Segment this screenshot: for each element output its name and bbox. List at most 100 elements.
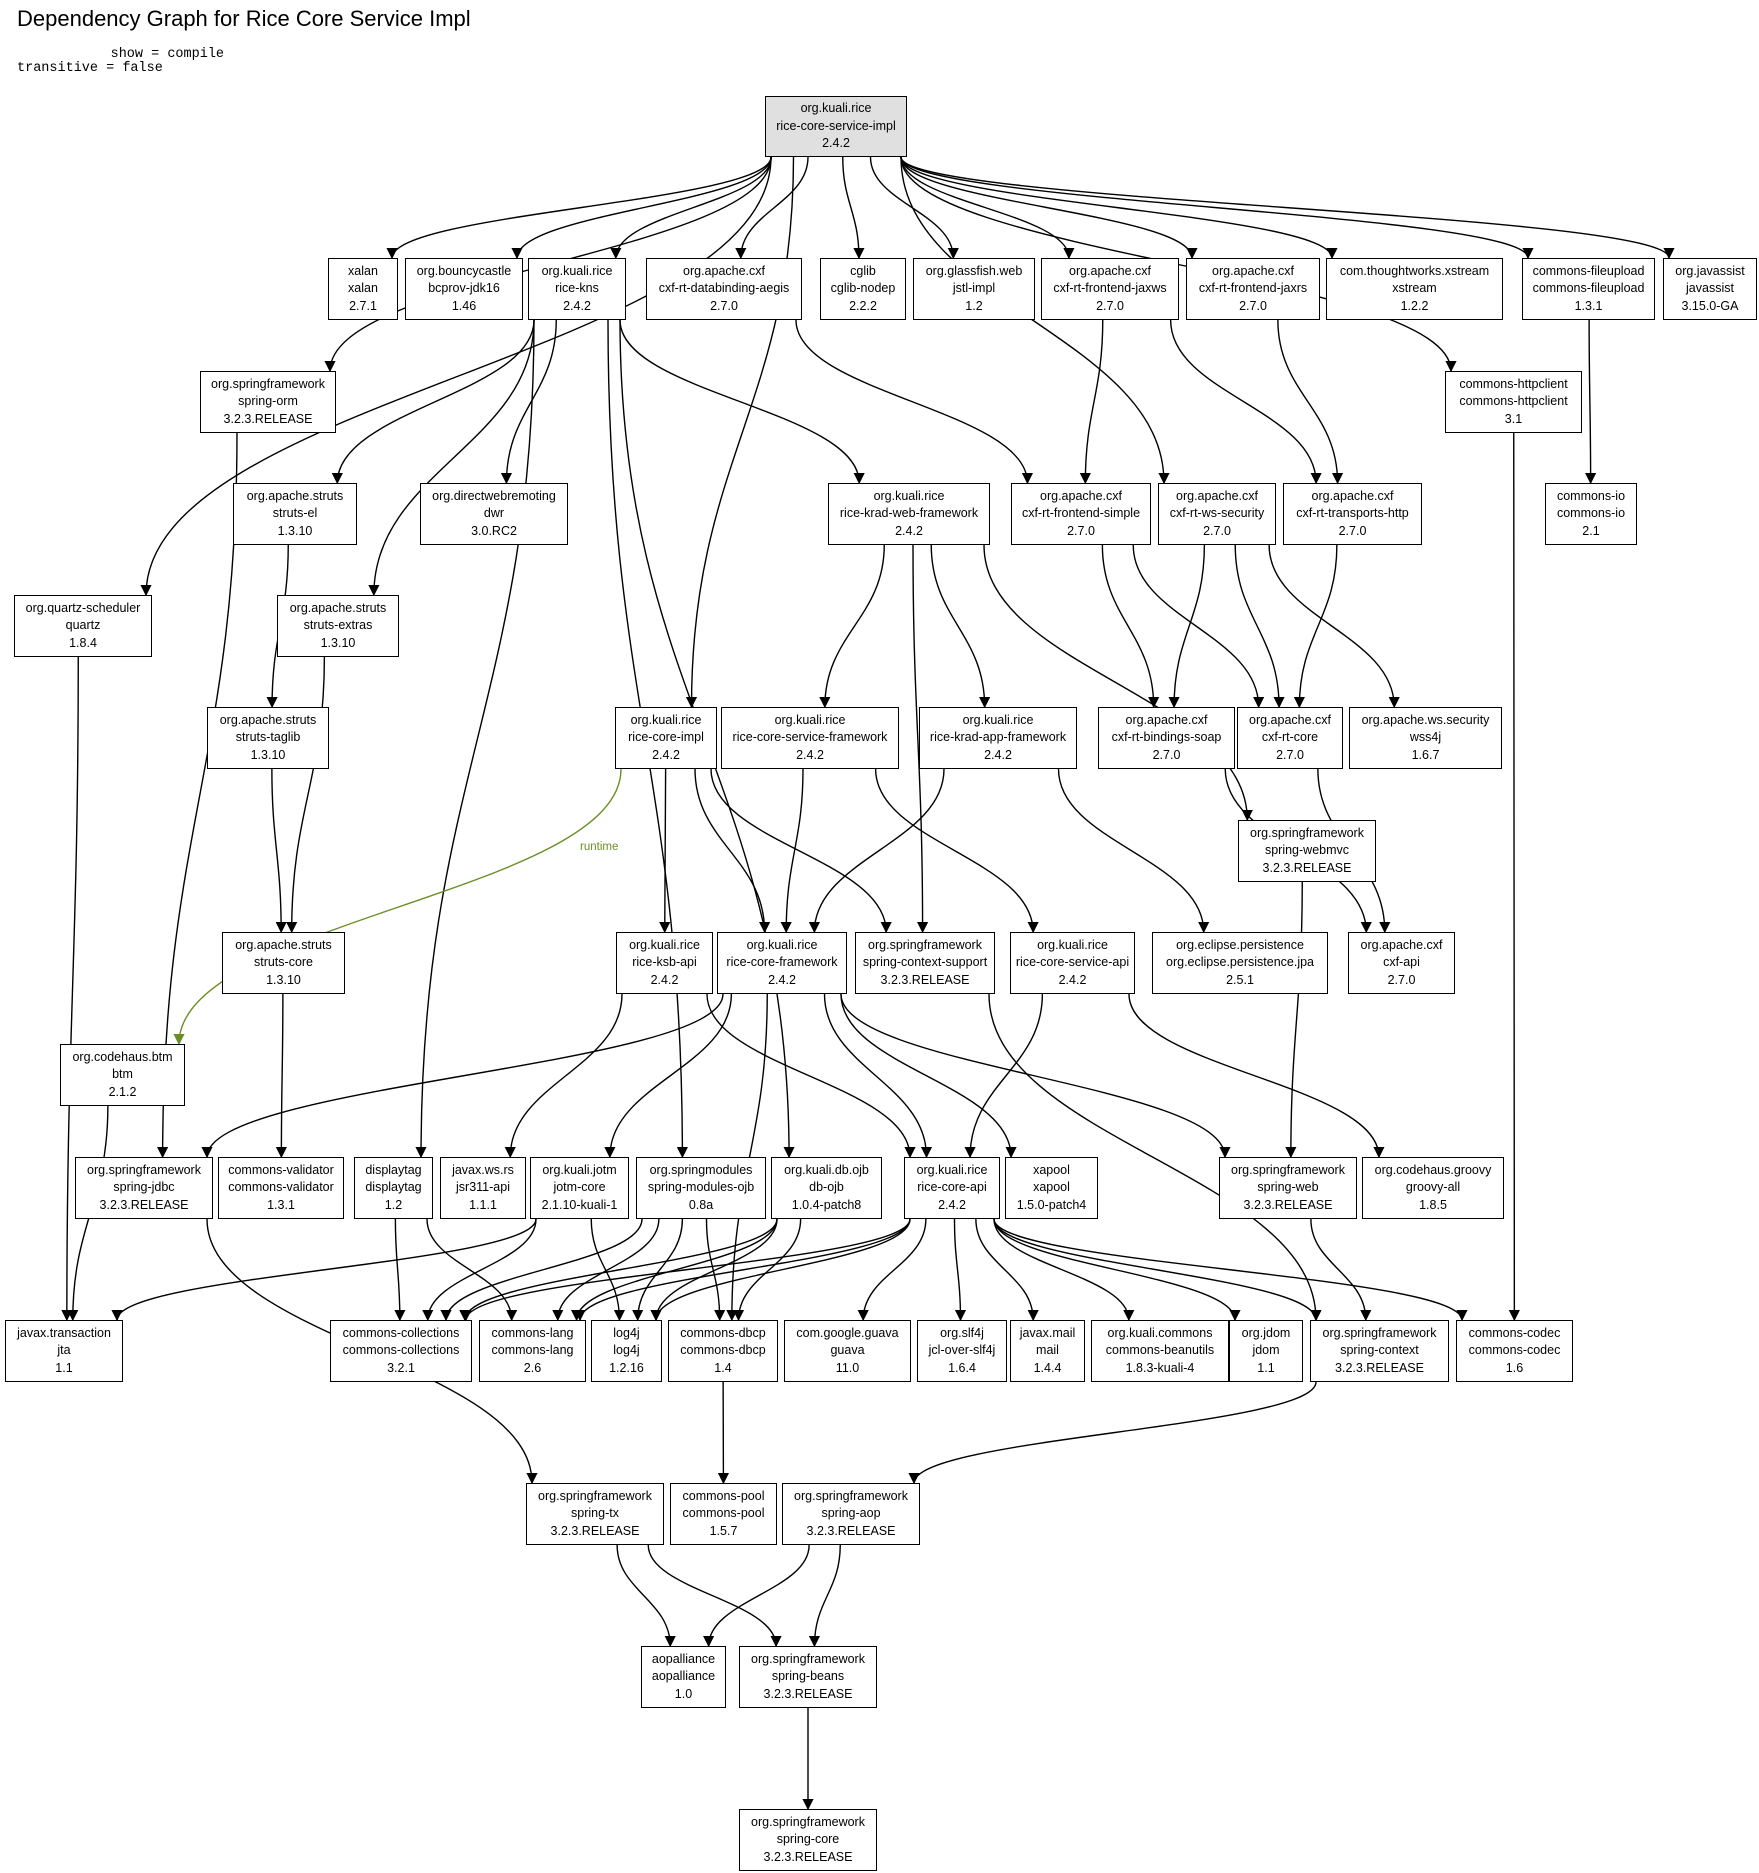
node-artifact: aopalliance bbox=[651, 1669, 716, 1684]
edge-coreapi-guava bbox=[857, 1218, 927, 1322]
option-show: show = compile bbox=[62, 47, 225, 62]
node-version: 3.2.3.RELEASE bbox=[880, 972, 970, 987]
node-group: org.jdom bbox=[1241, 1325, 1291, 1340]
node-artifact: spring-context bbox=[1340, 1343, 1419, 1358]
edge-jaxws-transhttp bbox=[1169, 319, 1322, 485]
node-artifact: log4j bbox=[613, 1343, 640, 1358]
node-group: org.kuali.rice bbox=[541, 263, 613, 278]
node-artifact: cxf-rt-core bbox=[1261, 730, 1319, 745]
edge-smojb-collections bbox=[440, 1218, 643, 1322]
node-artifact: spring-beans bbox=[771, 1669, 845, 1684]
node-version: 1.6 bbox=[1505, 1360, 1524, 1375]
edge-root-aegis bbox=[735, 156, 809, 260]
node-artifact: rice-ksb-api bbox=[632, 955, 697, 970]
node-artifact: cxf-rt-frontend-jaxrs bbox=[1198, 281, 1308, 296]
edge-httpclient-codec bbox=[1508, 432, 1520, 1322]
node-group: org.springframework bbox=[1231, 1162, 1345, 1177]
node-group: commons-collections bbox=[342, 1325, 460, 1340]
node-artifact: xapool bbox=[1033, 1180, 1070, 1195]
node-group: org.apache.cxf bbox=[1069, 263, 1151, 278]
node-artifact: cxf-rt-transports-http bbox=[1296, 506, 1409, 521]
node-artifact: spring-webmvc bbox=[1264, 843, 1350, 858]
node-artifact: rice-core-impl bbox=[628, 730, 704, 745]
node-artifact: rice-core-service-impl bbox=[776, 118, 896, 133]
node-artifact: commons-codec bbox=[1468, 1343, 1561, 1358]
edge-kns-displaytag bbox=[415, 319, 535, 1159]
edge-csapi-coreapi bbox=[964, 993, 1044, 1159]
node-version: 2.7.0 bbox=[1387, 972, 1416, 987]
node-version: 2.7.1 bbox=[349, 298, 377, 313]
node-artifact: cxf-rt-databinding-aegis bbox=[658, 281, 790, 296]
node-version: 3.2.1 bbox=[387, 1360, 415, 1375]
node-version: 2.7.0 bbox=[1239, 298, 1267, 313]
edge-runtime-coreimpl-btm bbox=[173, 768, 622, 1046]
node-group: org.apache.cxf bbox=[1311, 488, 1394, 503]
node-group: org.slf4j bbox=[940, 1325, 984, 1340]
node-artifact: cxf-rt-frontend-simple bbox=[1021, 506, 1141, 521]
node-version: 2.6 bbox=[523, 1360, 542, 1375]
node-artifact: spring-context-support bbox=[862, 955, 988, 970]
node-version: 3.2.3.RELEASE bbox=[1335, 1360, 1424, 1375]
node-group: org.springframework bbox=[1250, 825, 1364, 840]
node-version: 3.2.3.RELEASE bbox=[1262, 860, 1352, 875]
node-group: org.kuali.rice bbox=[916, 1162, 988, 1177]
edge-corefw-springjdbc bbox=[201, 993, 724, 1159]
node-version: 1.4.4 bbox=[1033, 1360, 1062, 1375]
node-artifact: groovy-all bbox=[1405, 1180, 1461, 1195]
edge-wssec-cxfcore bbox=[1234, 544, 1285, 709]
node-group: commons-codec bbox=[1468, 1325, 1561, 1340]
edge-springweb-springctx bbox=[1310, 1218, 1372, 1322]
edge-aegis-simple bbox=[795, 319, 1034, 485]
node-version: 2.4.2 bbox=[984, 747, 1012, 762]
node-group: log4j bbox=[613, 1325, 640, 1340]
node-artifact: xalan bbox=[348, 281, 378, 296]
node-version: 1.3.1 bbox=[1574, 298, 1603, 313]
node-group: org.kuali.rice bbox=[873, 488, 945, 503]
edge-dbojb-log4j bbox=[650, 1218, 778, 1322]
node-version: 3.2.3.RELEASE bbox=[550, 1523, 640, 1538]
edge-coreimpl-corefw bbox=[694, 768, 771, 934]
node-version: 2.7.0 bbox=[1203, 523, 1231, 538]
node-version: 2.4.2 bbox=[563, 298, 591, 313]
edge-csfw-corefw bbox=[780, 768, 804, 934]
edge-jaxrs-transhttp bbox=[1277, 319, 1344, 485]
node-group: commons-pool bbox=[682, 1488, 765, 1503]
node-artifact: spring-modules-ojb bbox=[647, 1180, 755, 1195]
edge-root-bcprov bbox=[511, 156, 772, 260]
node-version: 1.3.10 bbox=[320, 635, 356, 650]
node-version: 1.0.4-patch8 bbox=[791, 1197, 862, 1212]
edge-kradapp-corefw bbox=[808, 768, 945, 934]
edge-smojb-lang bbox=[552, 1218, 660, 1322]
node-artifact: quartz bbox=[65, 618, 101, 633]
edge-jotm-log4j bbox=[590, 1218, 626, 1322]
edge-strutsext-strutscore bbox=[286, 656, 326, 934]
node-version: 2.4.2 bbox=[652, 747, 680, 762]
edge-root-wssec bbox=[900, 156, 1170, 485]
edge-coreapi-log4j bbox=[650, 1218, 911, 1322]
edge-kns-strutsext bbox=[368, 319, 535, 597]
node-version: 2.1 bbox=[1582, 523, 1600, 538]
edge-kns-strutsel bbox=[331, 319, 535, 485]
node-artifact: db-ojb bbox=[809, 1180, 844, 1195]
node-group: org.kuali.rice bbox=[1037, 937, 1108, 952]
edge-coreapi-beanutils bbox=[993, 1218, 1135, 1322]
edge-springctx-springaop bbox=[908, 1381, 1317, 1485]
node-artifact: spring-core bbox=[776, 1832, 840, 1847]
edge-coreapi-collections bbox=[460, 1218, 911, 1322]
node-version: 2.4.2 bbox=[1058, 972, 1087, 987]
option-transitive: transitive = false bbox=[17, 61, 163, 76]
